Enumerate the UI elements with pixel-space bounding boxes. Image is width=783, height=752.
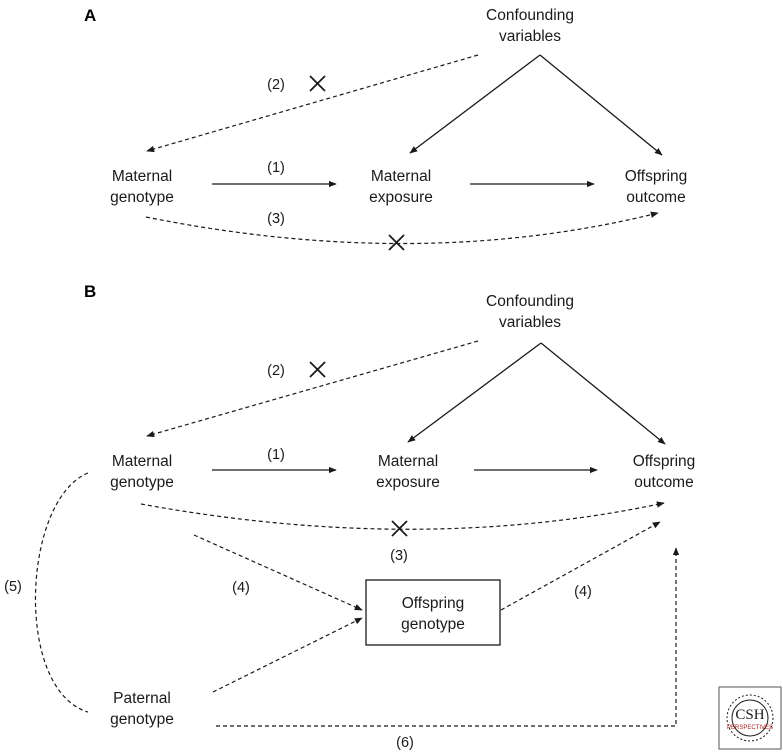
panel-a-path2-label: (2) xyxy=(267,77,285,93)
panel-a-letter: A xyxy=(84,6,96,25)
panel-b-confounders-line2: variables xyxy=(499,314,561,331)
panel-b-path4-offspring-to-outcome-arrow xyxy=(500,521,661,611)
panel-b-path5-dashed-curve xyxy=(34,472,89,713)
panel-a-path2-dashed-arrow xyxy=(146,54,479,153)
panel-b-paternal-genotype-line1: Paternal xyxy=(113,690,171,707)
panel-b-maternal-genotype-line2: genotype xyxy=(110,474,174,491)
panel-b-paternal-genotype-line2: genotype xyxy=(110,711,174,728)
panel-a-path3-label: (3) xyxy=(267,211,285,227)
logo-csh-text: CSH xyxy=(735,707,764,723)
panel-b-path1-label: (1) xyxy=(267,447,285,463)
panel-b-offspring-genotype-line2: genotype xyxy=(401,616,465,633)
panel-b-path4-maternal-to-offspring-arrow xyxy=(193,534,363,611)
panel-a-confounders-line1: Confounding xyxy=(486,7,574,24)
panel-b-path3-dashed-arrow xyxy=(140,501,665,530)
panel-a-confounders-line2: variables xyxy=(499,28,561,45)
panel-b-confounders-line1: Confounding xyxy=(486,293,574,310)
panel-a-maternal-genotype-line1: Maternal xyxy=(112,168,172,185)
panel-b-maternal-exposure-line2: exposure xyxy=(376,474,440,491)
panel-b-path2-label: (2) xyxy=(267,363,285,379)
panel-a-path1-label: (1) xyxy=(267,160,285,176)
panel-a-maternal-exposure-line2: exposure xyxy=(369,189,433,206)
panel-a-path2-cross-icon xyxy=(309,75,326,92)
panel-a-offspring-outcome-line2: outcome xyxy=(626,189,685,206)
panel-b-letter: B xyxy=(84,282,96,301)
panel-a-offspring-outcome-line1: Offspring xyxy=(625,168,688,185)
panel-b-offspring-outcome-line1: Offspring xyxy=(633,453,696,470)
panel-b-path2-cross-icon xyxy=(309,361,326,378)
panel-b-paternal-to-offspring-arrow xyxy=(212,617,363,693)
panel-b-confounder-to-outcome-arrow xyxy=(540,342,666,445)
panel-b-confounder-to-exposure-arrow xyxy=(407,342,542,443)
panel-b-offspring-outcome-line2: outcome xyxy=(634,474,693,491)
panel-b-path5-label: (5) xyxy=(4,579,22,595)
panel-b-path4a-label: (4) xyxy=(232,580,250,596)
panel-b-path3-cross-icon xyxy=(391,520,408,537)
panel-b-maternal-genotype-line1: Maternal xyxy=(112,453,172,470)
offspring-genotype-box xyxy=(365,579,501,646)
panel-a-maternal-genotype-line2: genotype xyxy=(110,189,174,206)
panel-b-path6-label: (6) xyxy=(396,735,414,751)
panel-b-path2-dashed-arrow xyxy=(146,340,479,438)
panel-a-confounder-to-outcome-arrow xyxy=(539,54,663,156)
panel-a-maternal-exposure-line1: Maternal xyxy=(371,168,431,185)
panel-a-confounder-to-exposure-arrow xyxy=(409,54,541,154)
panel-b-maternal-exposure-line1: Maternal xyxy=(378,453,438,470)
csh-perspectives-logo: CSH PERSPECTIVES xyxy=(718,686,782,750)
panel-b-path3-label: (3) xyxy=(390,548,408,564)
panel-a-path3-dashed-arrow xyxy=(145,211,659,245)
panel-b-offspring-genotype-line1: Offspring xyxy=(402,595,465,612)
logo-perspectives-text: PERSPECTIVES xyxy=(727,725,773,731)
panel-b-path4b-label: (4) xyxy=(574,584,592,600)
panel-a-path3-cross-icon xyxy=(388,234,405,251)
